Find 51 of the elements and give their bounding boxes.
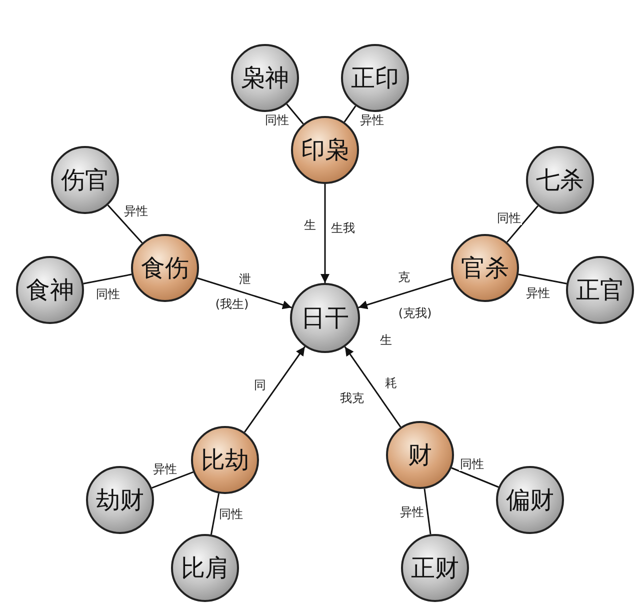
edge-label: 泄 [238,272,252,286]
relation-label: 我克 [339,391,365,405]
edge-label: 同性 [264,113,290,127]
arrow [344,346,402,428]
relation-label: (克我) [397,306,433,320]
relation-label: 生 [379,333,393,347]
edge-label: 克 [397,270,411,284]
connector-line [152,471,194,489]
connector-line [210,493,220,535]
edge-label: 生 [303,218,317,232]
node-label: 七杀 [536,165,584,196]
edge-label: 异性 [399,505,425,519]
edge-label: 耗 [384,376,398,390]
node-label: 日干 [301,303,349,334]
node-label: 正财 [411,553,459,584]
node-label: 食神 [26,275,74,306]
edge-label: 同性 [496,211,522,225]
edge-label: 异性 [525,286,551,300]
edge-label: 异性 [359,113,385,127]
edge-label: 同性 [218,507,244,521]
connector-line [518,274,567,284]
node-label: 正官 [576,275,624,306]
edge-label: 异性 [123,204,149,218]
connector-line [83,274,132,284]
node-label: 比劫 [201,445,249,476]
node-label: 财 [408,440,432,471]
arrow [358,277,453,310]
node-label: 食伤 [141,253,189,284]
connector-line [107,204,143,244]
edge-label: 同性 [95,287,121,301]
connector-line [506,205,539,243]
edge-label: 同 [253,378,267,392]
node-label: 印枭 [301,135,349,166]
node-label: 偏财 [506,485,554,516]
relation-label: 生我 [330,221,356,235]
connector-line [286,104,304,124]
edge-label: 同性 [459,457,485,471]
node-label: 伤官 [61,165,109,196]
edge-label: 异性 [152,462,178,476]
connector-line [424,488,432,534]
node-label: 官杀 [461,253,509,284]
connector-line [344,106,356,122]
arrow [197,277,292,310]
node-label: 比肩 [181,553,229,584]
relation-label: (我生) [214,297,250,311]
arrow [244,346,306,433]
arrow [320,184,330,283]
connector-line [451,467,499,488]
node-label: 劫财 [96,485,144,516]
node-label: 枭神 [241,63,289,94]
node-label: 正印 [351,63,399,94]
